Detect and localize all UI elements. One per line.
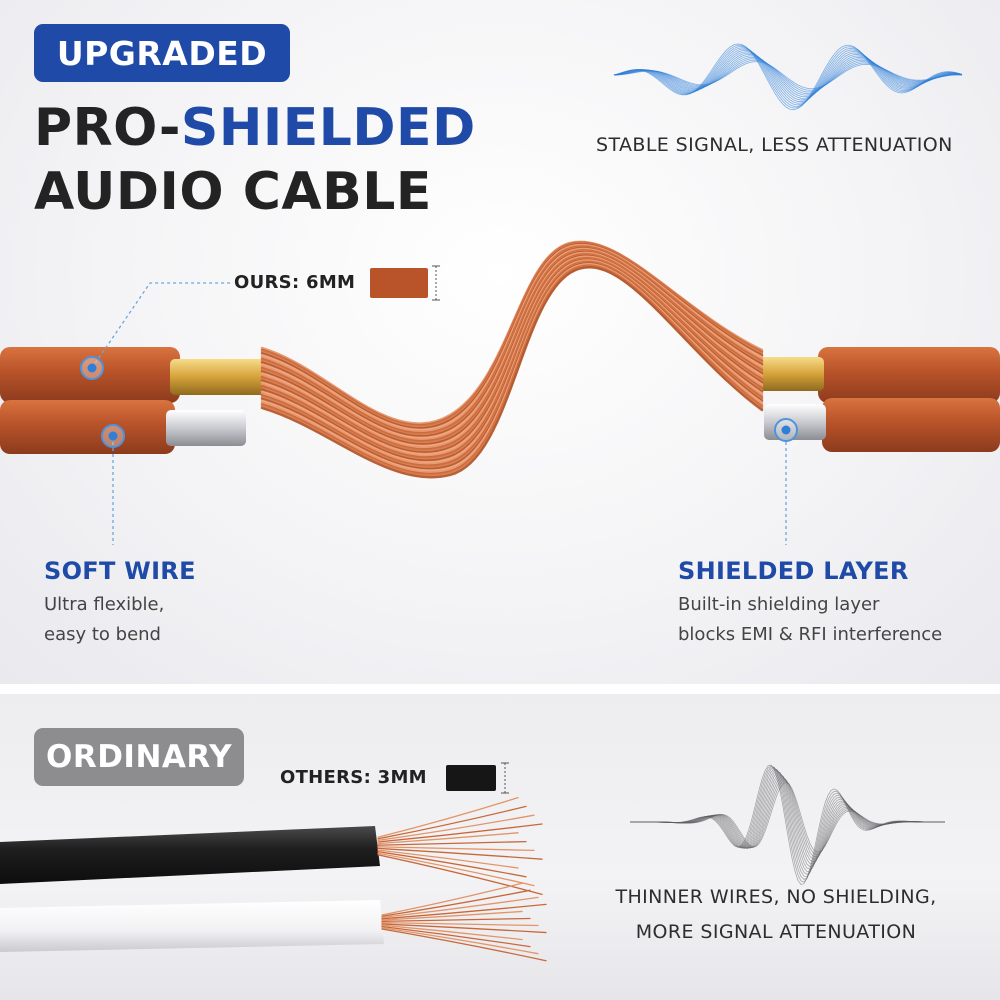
white-ordinary-cable bbox=[0, 900, 384, 952]
thin-copper-strand bbox=[381, 882, 523, 916]
soft-wire-title: SOFT WIRE bbox=[44, 557, 196, 585]
left-cable-upper bbox=[0, 347, 180, 403]
wave-line bbox=[613, 47, 963, 106]
title-prefix: PRO- bbox=[34, 98, 181, 158]
soft-wire-description: Ultra flexible, easy to bend bbox=[44, 590, 264, 650]
thin-copper-strand bbox=[377, 847, 543, 860]
copper-strands bbox=[260, 240, 764, 479]
thin-copper-strand bbox=[381, 889, 531, 917]
callout-lines bbox=[91, 282, 787, 545]
right-silver-ferrule bbox=[764, 404, 826, 440]
wave-line bbox=[613, 58, 963, 93]
wave-line bbox=[613, 55, 963, 96]
thin-copper-strand bbox=[381, 896, 539, 919]
ours-thickness-marker bbox=[432, 265, 440, 301]
shielded-cable-illustration bbox=[0, 43, 1000, 545]
panel-divider bbox=[0, 684, 1000, 694]
title-line2: AUDIO CABLE bbox=[34, 162, 432, 222]
wave-line bbox=[613, 56, 963, 94]
thin-copper-strand bbox=[381, 910, 523, 921]
callout-dots bbox=[80, 356, 798, 448]
thin-copper-strand bbox=[381, 924, 523, 941]
copper-strand bbox=[260, 266, 764, 479]
ours-size-label: OURS: 6MM bbox=[234, 272, 356, 293]
wave-line bbox=[613, 61, 963, 90]
others-thickness-swatch bbox=[446, 765, 496, 791]
wave-line bbox=[613, 52, 963, 99]
shielded-layer-title: SHIELDED LAYER bbox=[678, 557, 909, 585]
thin-copper-strand bbox=[377, 852, 535, 887]
thin-copper-strand bbox=[381, 903, 547, 920]
wave-line bbox=[613, 59, 963, 91]
right-cable-lower bbox=[822, 398, 1000, 452]
soft-wire-desc-line1: Ultra flexible, bbox=[44, 594, 165, 615]
right-gold-ferrule bbox=[758, 357, 824, 391]
thin-copper-strand bbox=[381, 917, 531, 923]
thin-copper-strand bbox=[381, 925, 531, 948]
shielded-layer-description: Built-in shielding layer blocks EMI & RF… bbox=[678, 590, 988, 650]
wave-line bbox=[613, 49, 963, 102]
stable-signal-caption: STABLE SIGNAL, LESS ATTENUATION bbox=[596, 134, 953, 156]
thin-copper-strand bbox=[377, 846, 535, 852]
wave-line bbox=[613, 44, 963, 109]
thin-copper-strand bbox=[381, 927, 539, 955]
thin-copper-strand bbox=[377, 832, 519, 845]
thin-copper-strand bbox=[377, 840, 527, 846]
wave-line bbox=[613, 45, 963, 107]
thin-copper-strand bbox=[377, 823, 543, 843]
others-size-label: OTHERS: 3MM bbox=[280, 767, 427, 788]
ours-thickness-swatch bbox=[370, 268, 428, 298]
others-thickness-marker bbox=[501, 762, 509, 794]
thin-wires-caption: THINNER WIRES, NO SHIELDING, MORE SIGNAL… bbox=[606, 880, 946, 950]
thin-copper-strand bbox=[381, 923, 547, 934]
wave-line bbox=[613, 48, 963, 104]
shielded-layer-desc-line1: Built-in shielding layer bbox=[678, 594, 880, 615]
left-cable-lower bbox=[0, 400, 175, 454]
wave-line bbox=[613, 43, 963, 111]
left-gold-ferrule bbox=[170, 359, 266, 395]
ordinary-badge: ORDINARY bbox=[34, 728, 244, 786]
thin-copper-strand bbox=[377, 854, 543, 896]
black-ordinary-cable bbox=[0, 826, 380, 884]
thin-copper-strand bbox=[377, 849, 519, 869]
attenuated-signal-wave-icon bbox=[630, 764, 945, 885]
upgraded-panel bbox=[0, 0, 1000, 684]
wave-line bbox=[613, 51, 963, 101]
wave-line bbox=[630, 764, 945, 885]
title-accent: SHIELDED bbox=[180, 98, 476, 158]
wave-line bbox=[613, 53, 963, 98]
soft-wire-desc-line2: easy to bend bbox=[44, 624, 161, 645]
page-title: PRO-SHIELDED AUDIO CABLE bbox=[34, 96, 476, 224]
thin-wires-caption-line2: MORE SIGNAL ATTENUATION bbox=[635, 921, 917, 943]
stable-signal-wave-icon bbox=[613, 43, 963, 111]
thin-copper-strand bbox=[377, 814, 535, 842]
thin-copper-strands bbox=[377, 796, 547, 962]
shielded-layer-desc-line2: blocks EMI & RFI interference bbox=[678, 624, 943, 645]
thin-copper-strand bbox=[381, 928, 547, 962]
right-cable-upper bbox=[818, 347, 1000, 403]
thin-copper-strand bbox=[381, 921, 539, 927]
upgraded-badge: UPGRADED bbox=[34, 24, 290, 82]
thin-copper-strand bbox=[377, 805, 527, 840]
thin-wires-caption-line1: THINNER WIRES, NO SHIELDING, bbox=[615, 886, 937, 908]
left-silver-ferrule bbox=[166, 410, 246, 446]
thin-copper-strand bbox=[377, 796, 519, 838]
thin-copper-strand bbox=[377, 850, 527, 878]
